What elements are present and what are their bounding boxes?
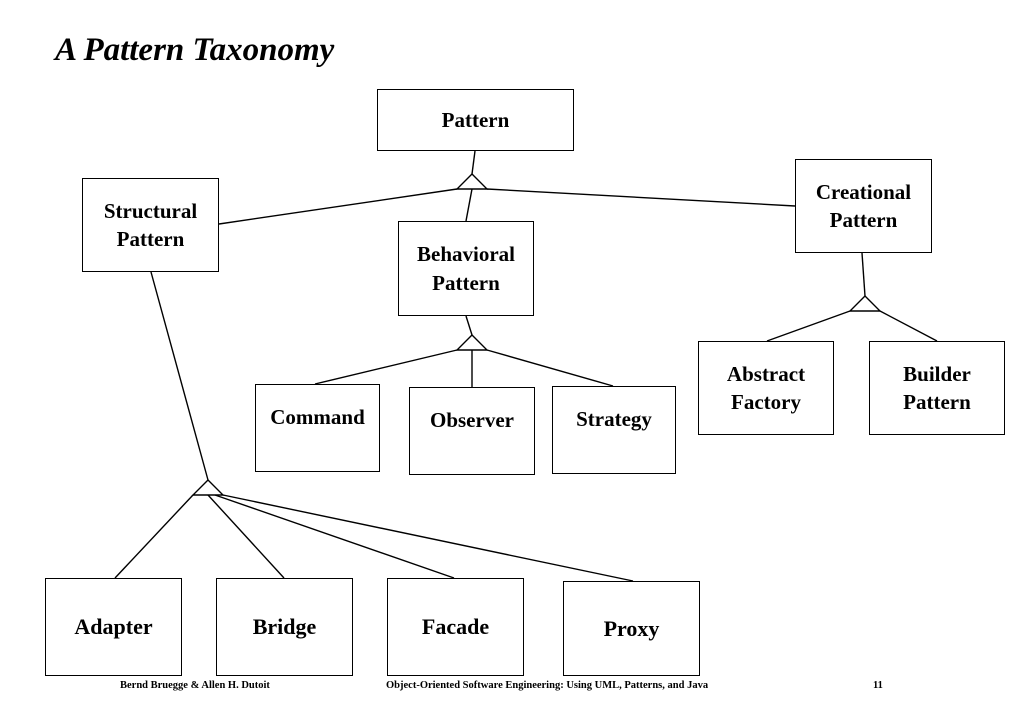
connector-strategy <box>486 349 614 387</box>
connector-proxy <box>222 494 634 582</box>
connector-pattern-stem <box>471 150 476 175</box>
connector-structural <box>218 188 458 225</box>
page-number: 11 <box>873 680 883 691</box>
bridge-box: Bridge <box>216 578 353 676</box>
abstract-factory-box: Abstract Factory <box>698 341 834 435</box>
adapter-box: Adapter <box>45 578 182 676</box>
connector-behavioral-stem <box>465 315 473 336</box>
connector-behavioral <box>465 188 473 222</box>
command-box: Command <box>255 384 380 472</box>
connector-facade <box>214 494 455 579</box>
structural-inheritance-triangle <box>191 479 225 496</box>
footer-book-title: Object-Oriented Software Engineering: Us… <box>386 680 709 691</box>
connector-structural-stem <box>150 271 209 481</box>
connector-creational-stem <box>861 252 866 297</box>
facade-box: Facade <box>387 578 524 676</box>
proxy-box: Proxy <box>563 581 700 676</box>
behavioral-pattern-box: Behavioral Pattern <box>398 221 534 316</box>
pattern-inheritance-triangle <box>455 173 489 190</box>
pattern-box: Pattern <box>377 89 574 151</box>
strategy-box: Strategy <box>552 386 676 474</box>
connector-adapter <box>114 494 194 579</box>
behavioral-inheritance-triangle <box>455 334 489 351</box>
builder-pattern-box: Builder Pattern <box>869 341 1005 435</box>
connector-command <box>314 349 458 385</box>
footer-authors: Bernd Bruegge & Allen H. Dutoit <box>120 680 270 691</box>
observer-box: Observer <box>409 387 535 475</box>
connector-bridge <box>207 494 285 579</box>
connector-abstract-factory <box>766 310 851 342</box>
structural-pattern-box: Structural Pattern <box>82 178 219 272</box>
creational-pattern-box: Creational Pattern <box>795 159 932 253</box>
slide-title: A Pattern Taxonomy <box>55 32 335 68</box>
creational-inheritance-triangle <box>848 295 882 312</box>
connector-builder <box>879 310 938 342</box>
connector-creational <box>486 188 796 207</box>
